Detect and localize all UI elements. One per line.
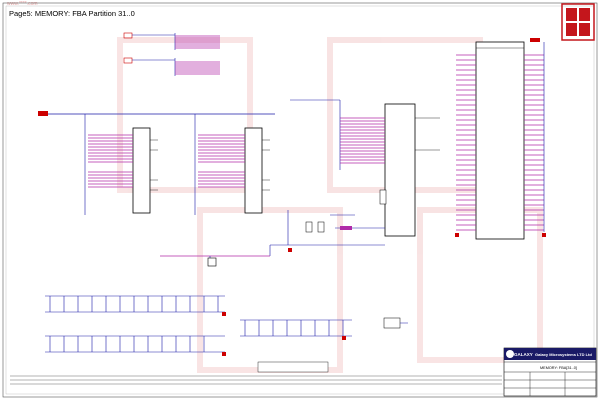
memory-chip-3 <box>290 99 440 237</box>
watermark-text: www.****.com <box>7 1 38 7</box>
top-bus-group-2 <box>123 57 220 76</box>
memory-chip-2 <box>198 127 270 214</box>
ground-symbols <box>222 233 546 356</box>
title-block-sheet-title: MEMORY: FBA[31..0] <box>540 366 577 370</box>
decoupling-caps-row-2 <box>45 335 225 353</box>
title-block-company: Galaxy Microsystems LTD Ltd <box>535 352 592 357</box>
memory-chip-1 <box>88 127 158 214</box>
memory-connector-right <box>456 38 545 240</box>
seal-logo <box>560 2 596 42</box>
decoupling-caps-row-3 <box>240 319 352 337</box>
top-bus-group-1 <box>123 32 220 50</box>
left-net-port <box>38 111 48 116</box>
decoupling-caps-row-1 <box>45 295 225 313</box>
page-title: Page5: MEMORY: FBA Partition 31..0 <box>9 9 135 18</box>
small-component-bottom <box>383 317 408 329</box>
revision-block <box>257 361 329 373</box>
title-block-brand: GALAXY <box>514 352 533 357</box>
regulator-circuit <box>160 189 387 267</box>
sheet-inner-border <box>5 5 595 395</box>
title-block <box>503 347 597 397</box>
